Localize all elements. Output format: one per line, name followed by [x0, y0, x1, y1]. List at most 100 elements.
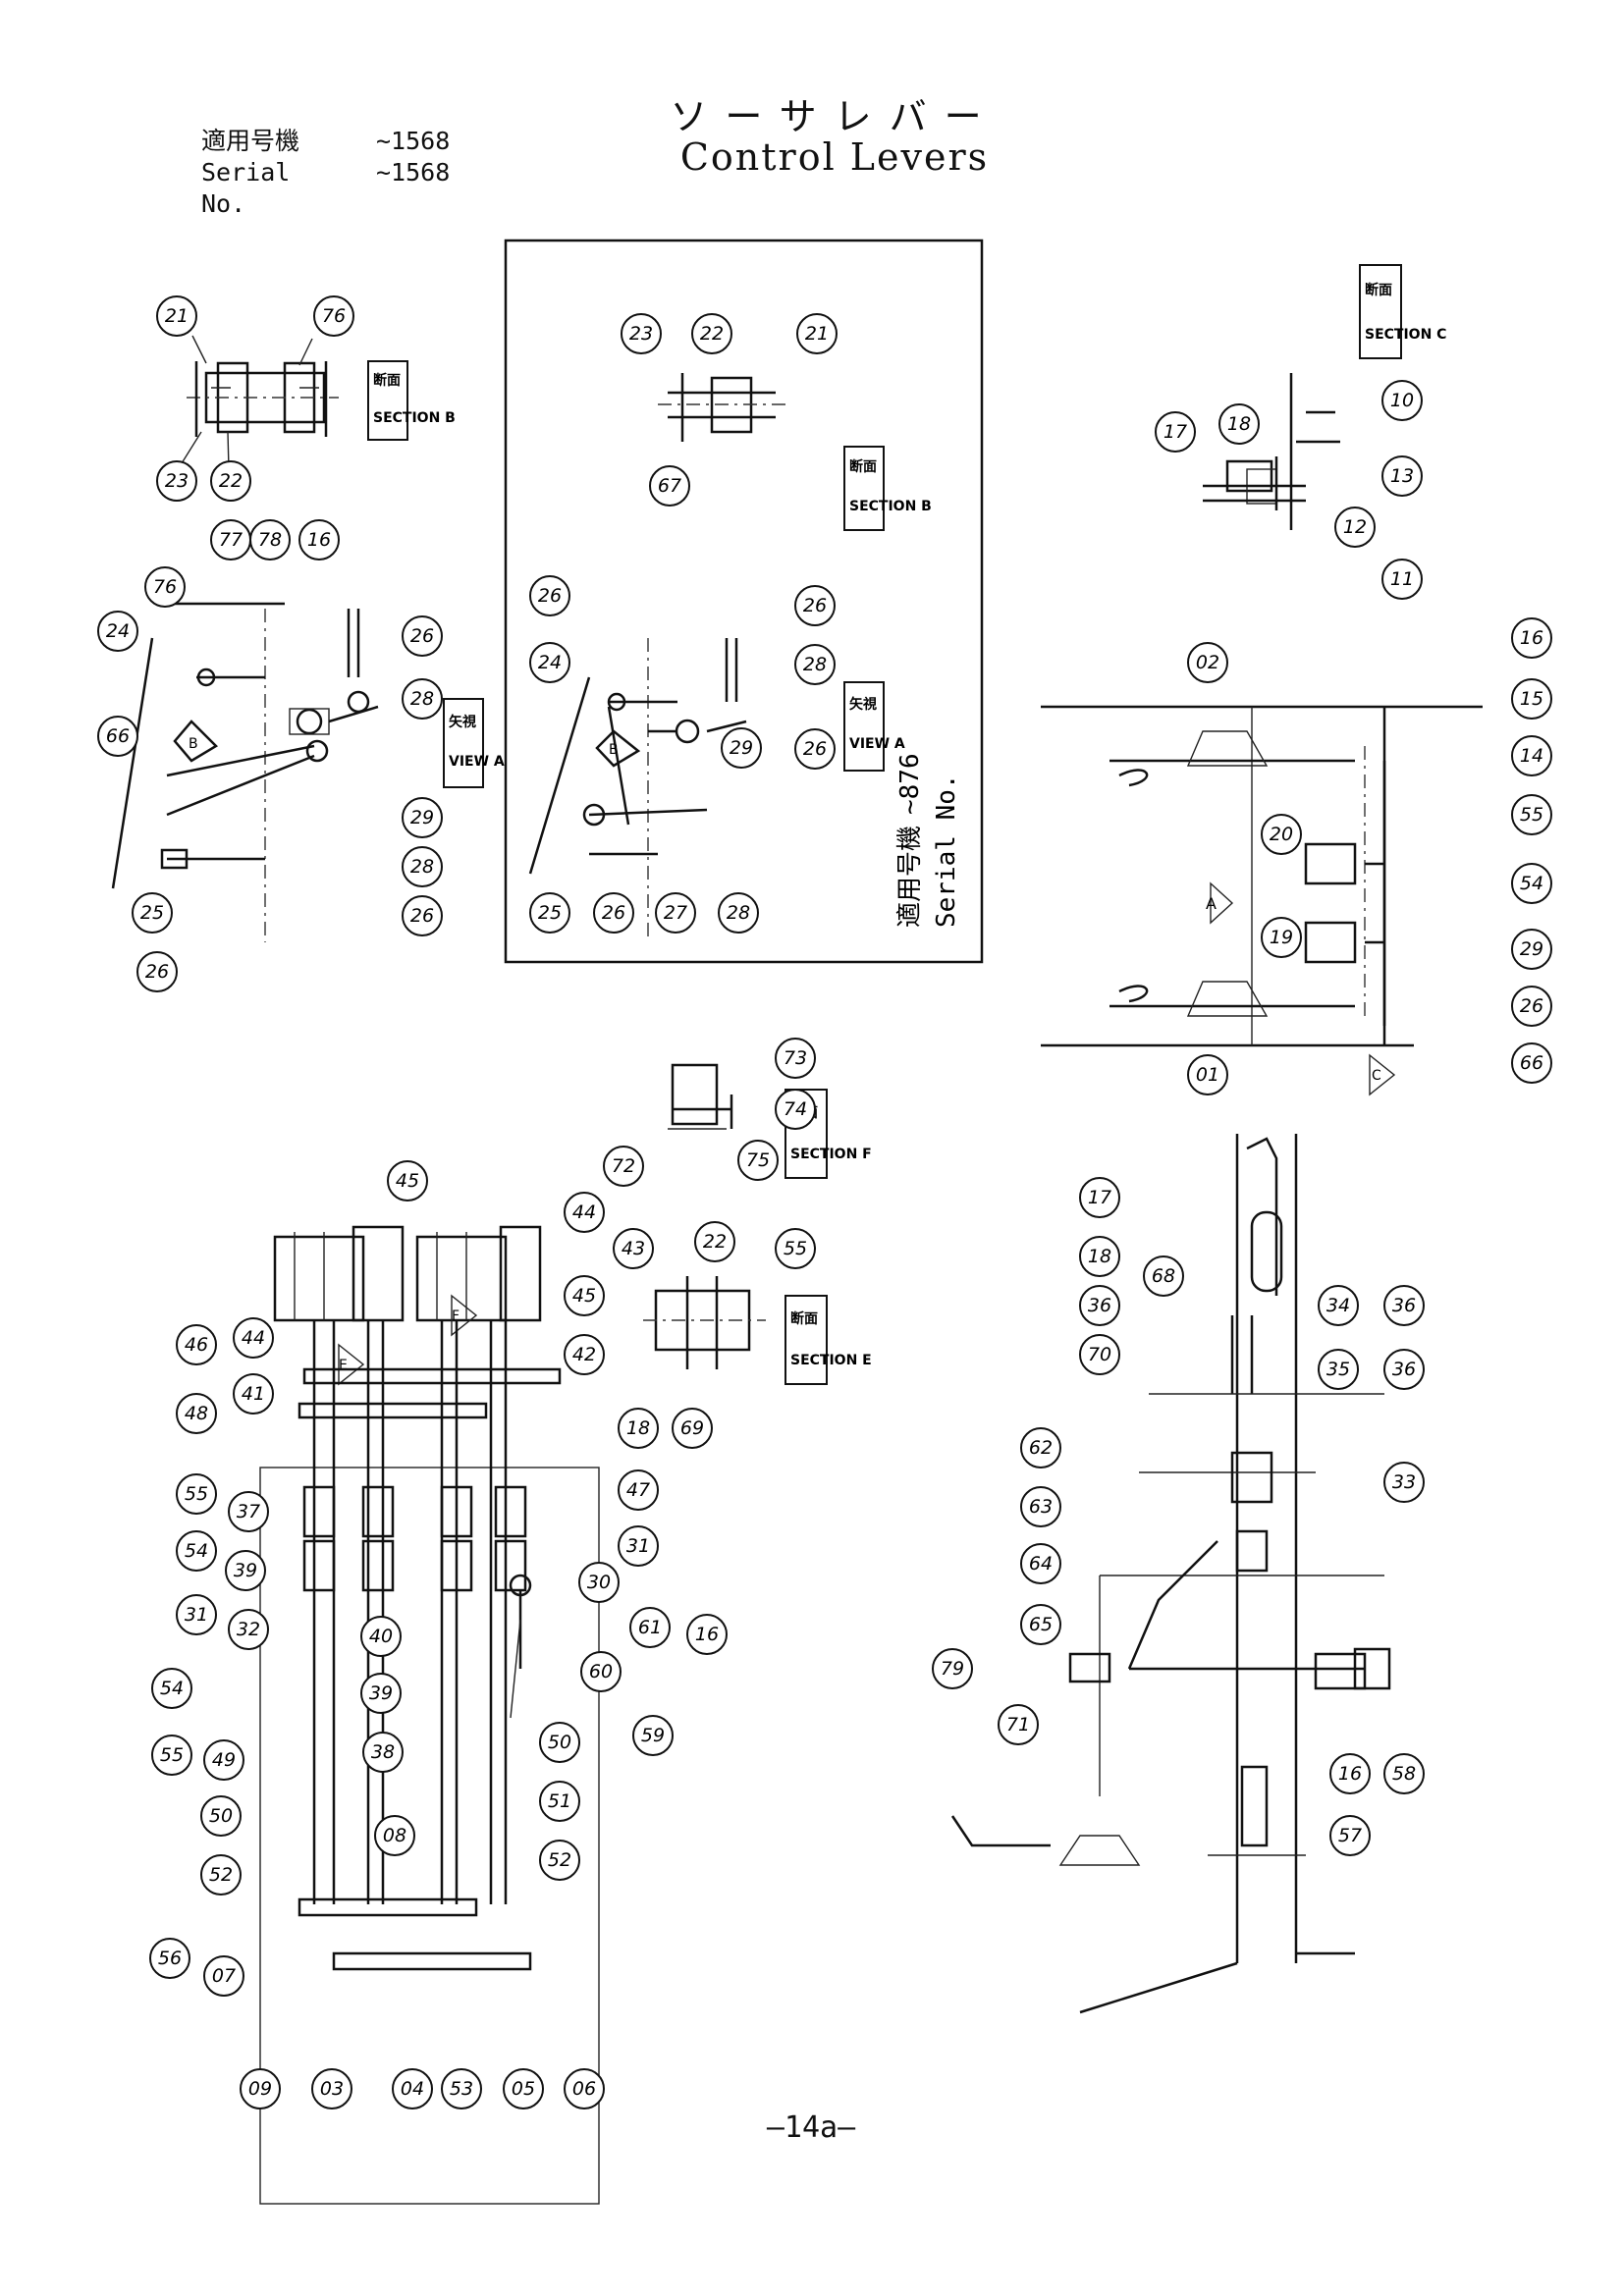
callout-29: 29 [402, 797, 443, 838]
callout-42: 42 [564, 1334, 605, 1375]
callout-34: 34 [1318, 1285, 1359, 1326]
svg-text:16: 16 [695, 1624, 719, 1645]
callout-57: 57 [1329, 1815, 1371, 1856]
svg-text:39: 39 [369, 1682, 393, 1704]
callout-30: 30 [578, 1562, 620, 1603]
inset-serial: 適用号機 ~876 Serial No. [895, 753, 961, 928]
svg-text:37: 37 [237, 1501, 260, 1522]
svg-text:44: 44 [572, 1201, 596, 1223]
svg-text:16: 16 [1520, 627, 1543, 649]
callout-26: 26 [136, 951, 178, 992]
callout-48: 48 [176, 1393, 217, 1434]
svg-text:B: B [609, 742, 619, 758]
svg-text:28: 28 [410, 856, 434, 878]
svg-text:31: 31 [626, 1535, 650, 1557]
callout-16: 16 [686, 1614, 728, 1655]
svg-text:A: A [1206, 894, 1217, 913]
svg-text:51: 51 [548, 1790, 571, 1812]
svg-text:58: 58 [1392, 1763, 1416, 1785]
svg-text:45: 45 [396, 1170, 419, 1192]
callout-35: 35 [1318, 1349, 1359, 1390]
svg-text:72: 72 [612, 1155, 635, 1177]
callout-50: 50 [539, 1722, 580, 1763]
svg-text:36: 36 [1392, 1295, 1416, 1316]
callout-76: 76 [313, 295, 354, 337]
svg-text:14: 14 [1520, 745, 1543, 767]
title-english: Control Levers [679, 135, 990, 179]
svg-text:09: 09 [248, 2078, 272, 2100]
callout-29: 29 [1511, 929, 1552, 970]
callout-29: 29 [721, 727, 762, 769]
section-e-label: 断面 SECTION E [784, 1295, 872, 1385]
callout-54: 54 [1511, 863, 1552, 904]
svg-text:18: 18 [626, 1417, 650, 1439]
svg-text:57: 57 [1338, 1825, 1362, 1846]
callout-11: 11 [1381, 559, 1423, 600]
callout-31: 31 [618, 1525, 659, 1567]
callout-26: 26 [529, 575, 570, 616]
callout-32: 32 [228, 1609, 269, 1650]
callout-04: 04 [392, 2068, 433, 2109]
callout-08: 08 [374, 1815, 415, 1856]
callout-51: 51 [539, 1781, 580, 1822]
svg-text:66: 66 [106, 725, 130, 747]
callout-16: 16 [298, 519, 340, 561]
callout-70: 70 [1079, 1334, 1120, 1375]
svg-text:24: 24 [538, 652, 562, 673]
callout-15: 15 [1511, 678, 1552, 720]
svg-text:SECTION B: SECTION B [849, 499, 932, 514]
svg-text:27: 27 [664, 902, 687, 924]
svg-text:06: 06 [572, 2078, 596, 2100]
callout-56: 56 [149, 1938, 190, 1979]
callout-55: 55 [1511, 794, 1552, 835]
callout-13: 13 [1381, 455, 1423, 497]
svg-text:23: 23 [629, 323, 653, 345]
svg-text:SECTION B: SECTION B [373, 410, 456, 426]
callout-61: 61 [629, 1607, 671, 1648]
svg-text:断面: 断面 [790, 1310, 818, 1327]
callout-24: 24 [97, 611, 138, 652]
lever-rods [259, 1320, 600, 2205]
page-number: —14a— [766, 2110, 856, 2145]
svg-text:30: 30 [587, 1572, 611, 1593]
svg-text:20: 20 [1270, 824, 1293, 845]
svg-text:55: 55 [160, 1744, 184, 1766]
callout-33: 33 [1383, 1462, 1425, 1503]
callout-41: 41 [233, 1373, 274, 1415]
svg-text:29: 29 [1520, 938, 1543, 960]
svg-text:55: 55 [185, 1483, 208, 1505]
callout-36: 36 [1079, 1285, 1120, 1326]
callout-45: 45 [564, 1275, 605, 1316]
callout-66: 66 [97, 716, 138, 757]
svg-text:17: 17 [1088, 1187, 1111, 1208]
callout-37: 37 [228, 1491, 269, 1532]
svg-text:62: 62 [1029, 1437, 1053, 1459]
svg-text:76: 76 [153, 576, 177, 598]
svg-text:55: 55 [1520, 804, 1543, 826]
side-view-assembly [950, 1134, 1391, 2014]
callout-31: 31 [176, 1594, 217, 1635]
callout-58: 58 [1383, 1753, 1425, 1794]
callout-26: 26 [402, 615, 443, 657]
callout-74: 74 [775, 1089, 816, 1130]
svg-text:44: 44 [242, 1327, 265, 1349]
svg-text:59: 59 [641, 1725, 665, 1746]
svg-text:~876: ~876 [895, 753, 925, 815]
svg-text:54: 54 [185, 1540, 208, 1562]
inset-linkage: B [528, 638, 747, 942]
svg-text:13: 13 [1390, 465, 1414, 487]
callout-50: 50 [200, 1795, 242, 1837]
svg-text:01: 01 [1196, 1064, 1219, 1086]
svg-text:25: 25 [538, 902, 562, 924]
svg-text:18: 18 [1088, 1246, 1111, 1267]
svg-text:05: 05 [512, 2078, 535, 2100]
inset-view-a-label: 矢視 VIEW A [843, 681, 905, 772]
svg-text:74: 74 [784, 1098, 807, 1120]
callout-52: 52 [200, 1854, 242, 1896]
section-f-detail [668, 1063, 733, 1130]
section-c-detail [1203, 373, 1340, 530]
svg-text:22: 22 [700, 323, 724, 345]
callout-54: 54 [176, 1530, 217, 1572]
svg-text:73: 73 [784, 1047, 807, 1069]
svg-text:34: 34 [1326, 1295, 1350, 1316]
